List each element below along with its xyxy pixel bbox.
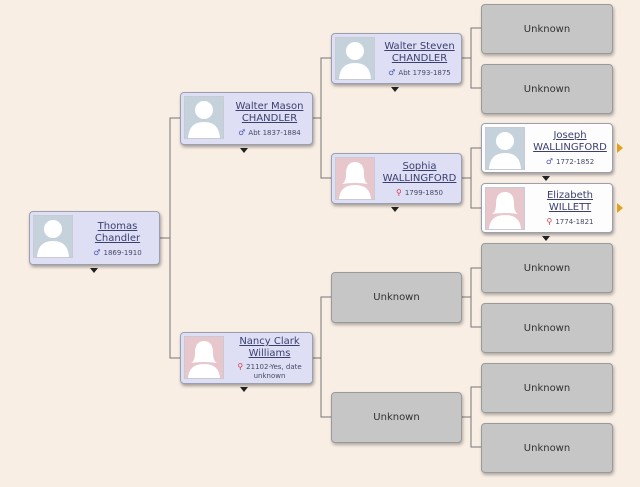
expand-descendants-caret[interactable] bbox=[240, 148, 248, 153]
lifespan-text: 21102-Yes, date bbox=[246, 363, 302, 371]
lifespan-text: 1772-1852 bbox=[556, 158, 595, 166]
expand-descendants-caret[interactable] bbox=[542, 236, 550, 241]
female-symbol-icon: ⚲ bbox=[546, 217, 553, 226]
person-name-line1[interactable]: Nancy Clark bbox=[239, 336, 300, 347]
unknown-label: Unknown bbox=[523, 83, 571, 95]
lifespan-text: 1774-1821 bbox=[555, 218, 594, 226]
person-name-line1[interactable]: Thomas bbox=[97, 221, 138, 232]
lifespan-text: Abt 1837-1884 bbox=[248, 129, 301, 137]
female-silhouette-avatar bbox=[335, 157, 375, 200]
expand-descendants-caret[interactable] bbox=[240, 387, 248, 392]
unknown-ancestor-card[interactable]: Unknown bbox=[481, 64, 613, 114]
male-symbol-icon: ♂ bbox=[545, 157, 553, 166]
person-name-line1[interactable]: Sophia bbox=[402, 161, 437, 172]
person-card-walter-steven-chandler[interactable]: Walter Steven CHANDLER ♂Abt 1793-1875 bbox=[331, 33, 462, 84]
person-dates: ♂1772-1852 bbox=[530, 157, 610, 167]
person-dates: ⚲1774-1821 bbox=[530, 217, 610, 227]
person-card-sophia-wallingford[interactable]: Sophia WALLINGFORD ⚲1799-1850 bbox=[331, 153, 462, 204]
person-dates: ♂1869-1910 bbox=[78, 248, 157, 258]
person-dates: ♂Abt 1837-1884 bbox=[229, 128, 310, 138]
unknown-label: Unknown bbox=[373, 292, 420, 303]
male-symbol-icon: ♂ bbox=[238, 128, 246, 137]
expand-descendants-caret[interactable] bbox=[391, 207, 399, 212]
female-symbol-icon: ⚲ bbox=[237, 362, 244, 371]
person-info: Thomas Chandler ♂1869-1910 bbox=[78, 221, 157, 258]
unknown-label: Unknown bbox=[523, 262, 571, 274]
lifespan-text: Abt 1793-1875 bbox=[398, 69, 451, 77]
unknown-label: Unknown bbox=[523, 442, 571, 454]
unknown-ancestor-card[interactable]: Unknown bbox=[481, 363, 613, 413]
person-info: Walter Mason CHANDLER ♂Abt 1837-1884 bbox=[229, 101, 310, 138]
expand-descendants-caret[interactable] bbox=[391, 87, 399, 92]
person-card-walter-mason-chandler[interactable]: Walter Mason CHANDLER ♂Abt 1837-1884 bbox=[180, 92, 313, 145]
unknown-ancestor-card[interactable]: Unknown bbox=[481, 243, 613, 293]
unknown-ancestor-card[interactable]: Unknown bbox=[331, 272, 462, 323]
unknown-ancestor-card[interactable]: Unknown bbox=[481, 303, 613, 353]
unknown-label: Unknown bbox=[523, 382, 571, 394]
lifespan-text: 1869-1910 bbox=[103, 249, 142, 257]
person-name-line2[interactable]: CHANDLER bbox=[391, 53, 448, 64]
person-name-line1[interactable]: Walter Mason bbox=[235, 101, 304, 112]
person-name-line1[interactable]: Elizabeth bbox=[546, 190, 593, 201]
person-name-line1[interactable]: Joseph bbox=[553, 130, 587, 141]
male-symbol-icon: ♂ bbox=[388, 68, 396, 77]
male-silhouette-avatar bbox=[33, 215, 73, 258]
expand-descendants-caret[interactable] bbox=[542, 176, 550, 181]
person-name-line2[interactable]: WALLINGFORD bbox=[382, 173, 457, 184]
lifespan-text: 1799-1850 bbox=[404, 189, 443, 197]
female-silhouette-avatar bbox=[485, 187, 525, 230]
person-name-line2[interactable]: Williams bbox=[248, 348, 291, 359]
person-name-line2[interactable]: WILLETT bbox=[548, 202, 592, 213]
person-dates: ♂Abt 1793-1875 bbox=[380, 68, 459, 78]
person-name-line2[interactable]: WALLINGFORD bbox=[533, 142, 607, 153]
expand-ancestors-arrow[interactable] bbox=[617, 203, 623, 213]
person-info: Joseph WALLINGFORD ♂1772-1852 bbox=[530, 130, 610, 167]
unknown-ancestor-card[interactable]: Unknown bbox=[481, 423, 613, 473]
male-silhouette-avatar bbox=[184, 96, 224, 139]
unknown-ancestor-card[interactable]: Unknown bbox=[481, 4, 613, 54]
expand-descendants-caret[interactable] bbox=[90, 268, 98, 273]
person-info: Walter Steven CHANDLER ♂Abt 1793-1875 bbox=[380, 41, 459, 78]
male-silhouette-avatar bbox=[485, 127, 525, 170]
unknown-label: Unknown bbox=[523, 23, 571, 35]
unknown-ancestor-card[interactable]: Unknown bbox=[331, 392, 462, 443]
person-card-thomas-chandler[interactable]: Thomas Chandler ♂1869-1910 bbox=[29, 211, 160, 265]
person-info: Elizabeth WILLETT ⚲1774-1821 bbox=[530, 190, 610, 227]
female-silhouette-avatar bbox=[184, 336, 224, 379]
expand-ancestors-arrow[interactable] bbox=[617, 143, 623, 153]
lifespan-text-continued: unknown bbox=[253, 372, 286, 380]
unknown-label: Unknown bbox=[523, 322, 571, 334]
person-name-line2[interactable]: Chandler bbox=[94, 233, 141, 244]
person-name-line1[interactable]: Walter Steven bbox=[384, 41, 455, 52]
female-symbol-icon: ⚲ bbox=[395, 188, 402, 197]
unknown-label: Unknown bbox=[373, 412, 420, 423]
male-silhouette-avatar bbox=[335, 37, 375, 80]
person-dates: ⚲1799-1850 bbox=[380, 188, 459, 198]
person-info: Sophia WALLINGFORD ⚲1799-1850 bbox=[380, 161, 459, 198]
person-card-elizabeth-willett[interactable]: Elizabeth WILLETT ⚲1774-1821 bbox=[481, 183, 613, 233]
male-symbol-icon: ♂ bbox=[93, 248, 101, 257]
person-card-joseph-wallingford[interactable]: Joseph WALLINGFORD ♂1772-1852 bbox=[481, 123, 613, 173]
person-name-line2[interactable]: CHANDLER bbox=[241, 113, 298, 124]
